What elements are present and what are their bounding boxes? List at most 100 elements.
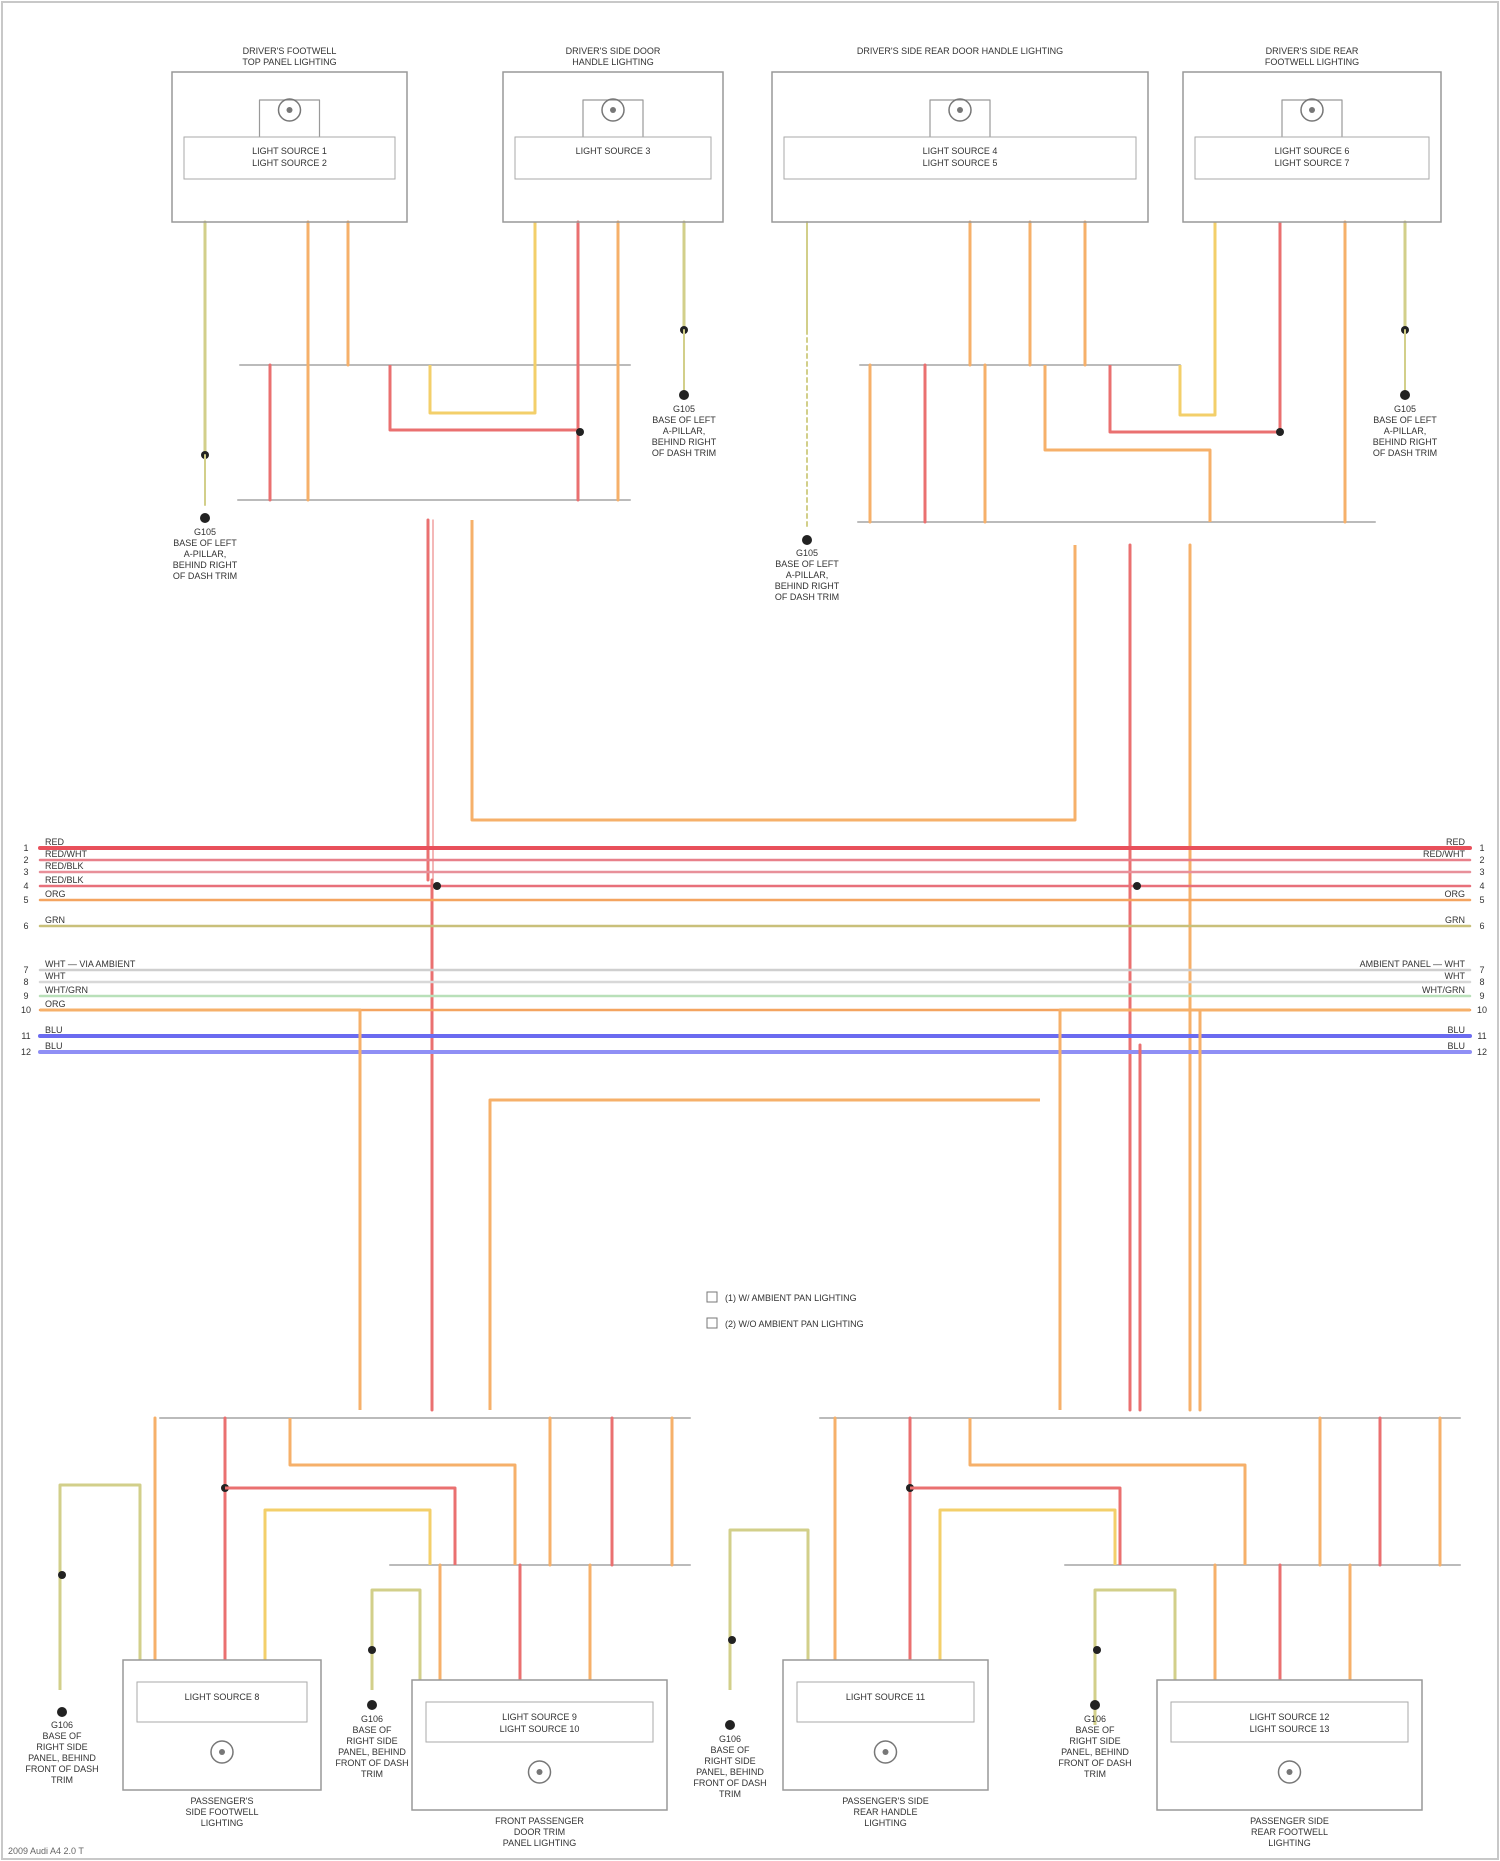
ground-label: OF DASH TRIM	[173, 571, 237, 581]
component-title: PASSENGER'S	[190, 1796, 253, 1806]
splice-dot	[576, 428, 584, 436]
lamp-icon-center	[537, 1769, 543, 1775]
bus-line-number: 2	[23, 855, 28, 865]
bus-line-label: WHT	[45, 971, 66, 981]
light-source-label: LIGHT SOURCE 12	[1250, 1712, 1330, 1722]
bus-line-number: 10	[1477, 1005, 1487, 1015]
component-title: FRONT PASSENGER	[495, 1816, 584, 1826]
ground-label: OF DASH TRIM	[652, 448, 716, 458]
ground-symbol	[802, 535, 812, 545]
component-title: PASSENGER'S SIDE	[842, 1796, 929, 1806]
component-box	[1157, 1680, 1422, 1810]
light-source-label: LIGHT SOURCE 7	[1275, 158, 1350, 168]
splice-dot	[728, 1636, 736, 1644]
bus-line-number: 9	[23, 991, 28, 1001]
bus-line-number: 1	[1479, 843, 1484, 853]
ground-label: BASE OF	[710, 1745, 750, 1755]
bus-line-label: WHT/GRN	[45, 985, 88, 995]
bus-line-label: WHT	[1445, 971, 1466, 981]
ground-label: G105	[194, 527, 216, 537]
lamp-icon-center	[883, 1749, 889, 1755]
ground-label: BEHIND RIGHT	[173, 560, 238, 570]
light-source-label: LIGHT SOURCE 2	[252, 158, 327, 168]
light-source-label: LIGHT SOURCE 9	[502, 1712, 577, 1722]
lamp-icon-center	[1287, 1769, 1293, 1775]
light-source-label: LIGHT SOURCE 5	[923, 158, 998, 168]
ground-label: G106	[51, 1720, 73, 1730]
ground-label: G105	[673, 404, 695, 414]
bus-line-label: BLU	[1447, 1025, 1465, 1035]
light-source-label: LIGHT SOURCE 3	[576, 146, 651, 156]
bus-line-number: 9	[1479, 991, 1484, 1001]
ground-label: G105	[796, 548, 818, 558]
ground-label: A-PILLAR,	[1384, 426, 1427, 436]
bus-line-number: 5	[1479, 895, 1484, 905]
ground-symbol	[725, 1720, 735, 1730]
ground-label: BASE OF	[42, 1731, 82, 1741]
ground-label: RIGHT SIDE	[36, 1742, 87, 1752]
ground-label: PANEL, BEHIND	[28, 1753, 96, 1763]
ground-label: PANEL, BEHIND	[338, 1747, 406, 1757]
bus-line-number: 5	[23, 895, 28, 905]
splice-dot	[1093, 1646, 1101, 1654]
component-title: TOP PANEL LIGHTING	[242, 57, 336, 67]
lamp-icon-center	[957, 107, 963, 113]
bus-line-number: 7	[1479, 965, 1484, 975]
bus-line-label: ORG	[45, 999, 66, 1009]
component-title: FOOTWELL LIGHTING	[1265, 57, 1359, 67]
ground-label: G106	[361, 1714, 383, 1724]
ground-symbol	[1400, 390, 1410, 400]
bus-line-number: 1	[23, 843, 28, 853]
ground-label: BASE OF LEFT	[775, 559, 839, 569]
bus-line-label: BLU	[45, 1041, 63, 1051]
component-title: PANEL LIGHTING	[503, 1838, 577, 1848]
bus-line-label: GRN	[45, 915, 65, 925]
ground-label: BEHIND RIGHT	[775, 581, 840, 591]
bus-line-number: 2	[1479, 855, 1484, 865]
component-title: DRIVER'S FOOTWELL	[243, 46, 337, 56]
ground-label: RIGHT SIDE	[1069, 1736, 1120, 1746]
component-title: LIGHTING	[201, 1818, 244, 1828]
bus-line-number: 7	[23, 965, 28, 975]
lamp-icon-center	[287, 107, 293, 113]
bus-line-number: 4	[23, 881, 28, 891]
ground-label: BEHIND RIGHT	[652, 437, 717, 447]
component-title: SIDE FOOTWELL	[185, 1807, 258, 1817]
bus-line-number: 10	[21, 1005, 31, 1015]
ground-label: A-PILLAR,	[663, 426, 706, 436]
component-box	[412, 1680, 667, 1810]
component-box	[783, 1660, 988, 1790]
bus-line-label: WHT/GRN	[1422, 985, 1465, 995]
ground-label: BASE OF	[1075, 1725, 1115, 1735]
component-title: REAR FOOTWELL	[1251, 1827, 1328, 1837]
light-source-label: LIGHT SOURCE 8	[185, 1692, 260, 1702]
ground-symbol	[679, 390, 689, 400]
bus-line-number: 6	[23, 921, 28, 931]
splice-dot	[433, 882, 441, 890]
component-title: DOOR TRIM	[514, 1827, 565, 1837]
lamp-icon-center	[610, 107, 616, 113]
lamp-icon-center	[219, 1749, 225, 1755]
ground-label: BASE OF	[352, 1725, 392, 1735]
bus-line-number: 11	[1477, 1031, 1486, 1041]
ground-label: BASE OF LEFT	[652, 415, 716, 425]
bus-line-label: GRN	[1445, 915, 1465, 925]
light-source-label: LIGHT SOURCE 10	[500, 1724, 580, 1734]
bus-line-label: RED/BLK	[45, 861, 84, 871]
ground-symbol	[57, 1707, 67, 1717]
bus-line-label: RED/BLK	[45, 875, 84, 885]
light-source-label: LIGHT SOURCE 1	[252, 146, 327, 156]
ground-label: TRIM	[1084, 1769, 1106, 1779]
ground-label: BASE OF LEFT	[1373, 415, 1437, 425]
bus-line-number: 8	[1479, 977, 1484, 987]
bus-line-label: AMBIENT PANEL — WHT	[1360, 959, 1466, 969]
ground-label: PANEL, BEHIND	[1061, 1747, 1129, 1757]
component-title: LIGHTING	[864, 1818, 907, 1828]
ground-symbol	[200, 513, 210, 523]
legend-text: (1) W/ AMBIENT PAN LIGHTING	[725, 1293, 857, 1303]
splice-dot	[368, 1646, 376, 1654]
ground-label: FRONT OF DASH	[335, 1758, 408, 1768]
bus-line-label: BLU	[1447, 1041, 1465, 1051]
ground-label: G106	[719, 1734, 741, 1744]
